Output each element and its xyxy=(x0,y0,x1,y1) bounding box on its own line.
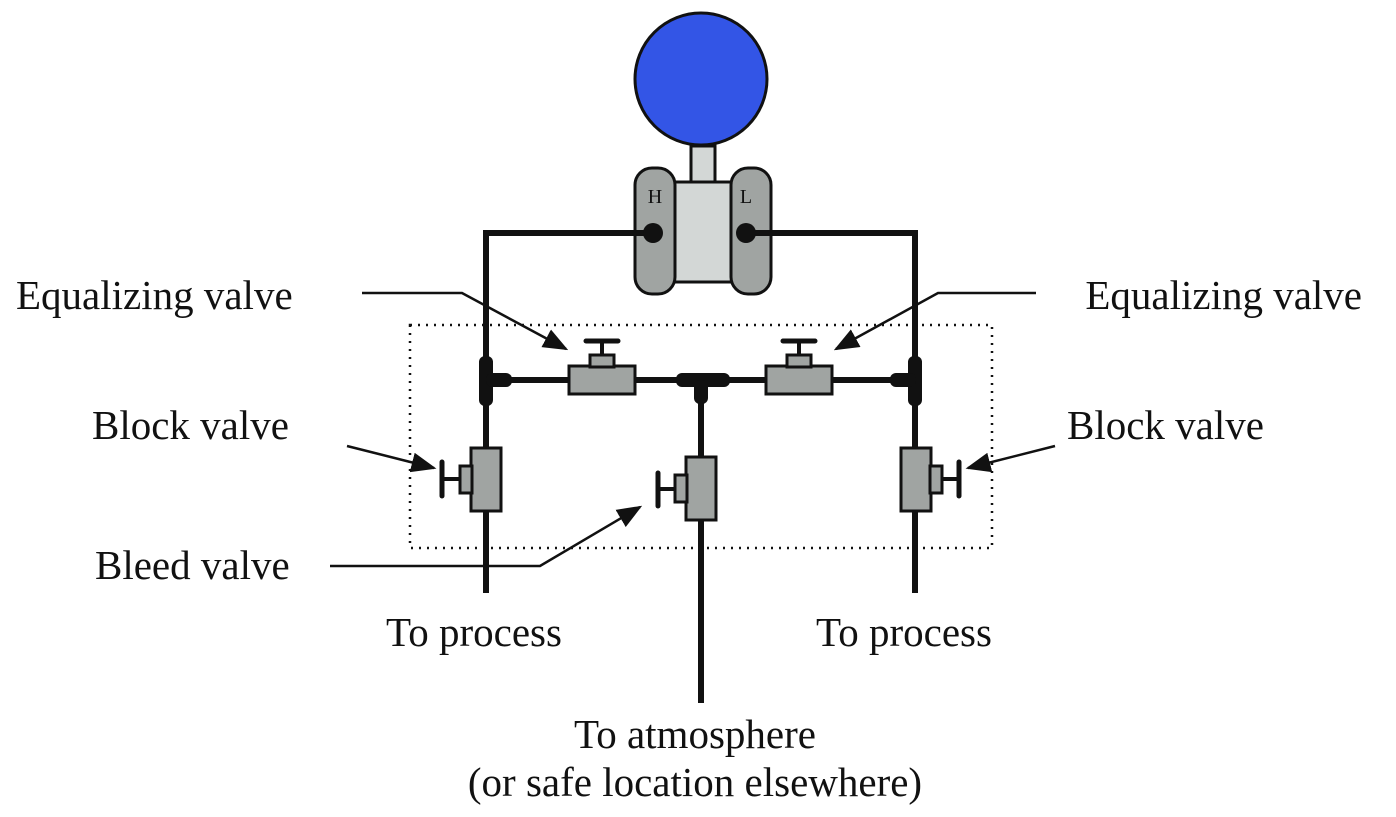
tee-fittings xyxy=(479,356,922,406)
low-side-impulse-line xyxy=(745,230,918,593)
left-equalizing-valve xyxy=(567,338,637,396)
pressure-transmitter: H L xyxy=(633,11,773,296)
high-port-connection xyxy=(643,223,663,243)
center-tee-fitting xyxy=(676,373,730,387)
left-tee-branch xyxy=(486,373,512,387)
right-block-valve-body xyxy=(899,446,933,513)
high-side-impulse-line xyxy=(483,230,658,593)
right-block-valve-bonnet xyxy=(928,464,944,495)
bleed-leader xyxy=(330,505,643,568)
process-right-label: To process xyxy=(816,609,992,655)
equalizing-left-label: Equalizing valve xyxy=(16,272,293,318)
bleed-valve-bonnet xyxy=(673,473,689,504)
atmosphere-label: To atmosphere xyxy=(574,711,816,757)
atmosphere-sublabel: (or safe location elsewhere) xyxy=(468,759,922,805)
right-tee-branch xyxy=(890,373,916,387)
equalizing-right-leader xyxy=(833,291,1036,351)
bleed-valve xyxy=(655,455,718,522)
block-right-label: Block valve xyxy=(1067,402,1264,448)
center-tee-branch xyxy=(694,380,708,404)
right-equalizing-valve-body xyxy=(764,364,834,396)
left-block-valve-body xyxy=(469,446,503,513)
sensor-dial xyxy=(633,11,769,147)
leader-lines xyxy=(330,291,1056,568)
low-port-label: L xyxy=(740,186,752,208)
block-left-leader xyxy=(346,444,437,473)
transmitter-body xyxy=(670,180,736,284)
equalizing-right-label: Equalizing valve xyxy=(1085,272,1362,318)
bleed-valve-body xyxy=(684,455,718,522)
right-equalizing-valve-bonnet xyxy=(785,353,813,369)
left-block-valve xyxy=(439,446,503,513)
high-port-label: H xyxy=(648,186,662,208)
left-block-valve-bonnet xyxy=(458,464,474,495)
left-equalizing-valve-body xyxy=(567,364,637,396)
low-port-connection xyxy=(736,223,756,243)
right-equalizing-valve xyxy=(764,338,834,396)
block-right-leader xyxy=(965,444,1056,473)
transmitter-neck xyxy=(689,144,717,188)
bleed-label: Bleed valve xyxy=(95,542,290,588)
callout-labels: Equalizing valve Equalizing valve Block … xyxy=(16,272,1362,805)
process-left-label: To process xyxy=(386,609,562,655)
right-block-valve xyxy=(899,446,962,513)
block-left-label: Block valve xyxy=(92,402,289,448)
left-equalizing-valve-bonnet xyxy=(588,353,616,369)
equalizing-left-leader xyxy=(362,291,569,351)
